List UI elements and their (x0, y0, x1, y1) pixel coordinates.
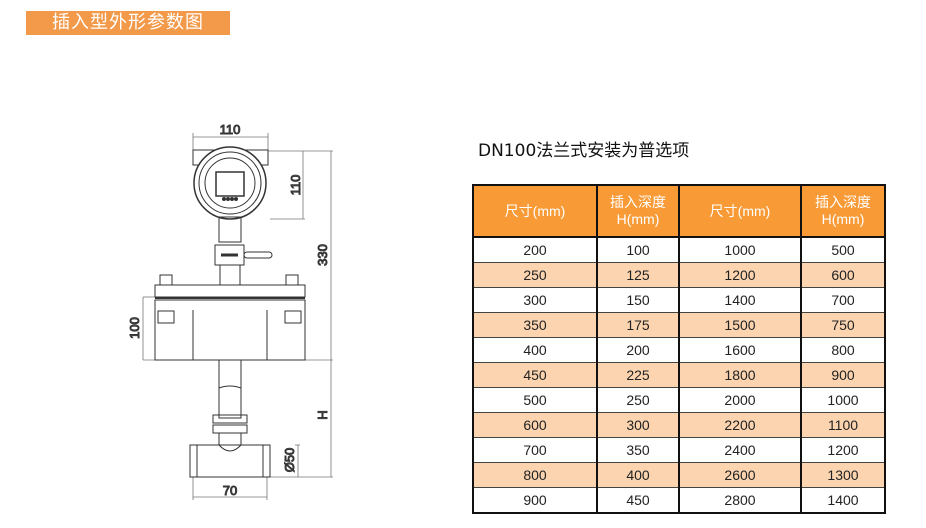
table-cell: 1000 (678, 237, 802, 263)
table-cell: 125 (596, 262, 680, 288)
table-cell: 400 (596, 462, 680, 488)
table-cell: 2600 (678, 462, 802, 488)
table-cell: 1600 (678, 337, 802, 363)
dim-pipe-diameter: Ø50 (282, 448, 297, 473)
dim-bottom-width: 70 (223, 483, 237, 498)
flange (154, 274, 306, 361)
table-cell: 250 (472, 262, 598, 288)
table-cell: 2200 (678, 412, 802, 438)
table-cell: 400 (472, 337, 598, 363)
table-cell: 750 (800, 312, 886, 338)
header-line: 尺寸(mm) (709, 202, 771, 219)
table-cell: 2400 (678, 437, 802, 463)
table-cell: 350 (472, 312, 598, 338)
column-header: 尺寸(mm) (678, 185, 802, 237)
header-line: H(mm) (616, 211, 660, 227)
insertion-rod (189, 359, 271, 478)
table-cell: 300 (596, 412, 680, 438)
table-cell: 1400 (678, 287, 802, 313)
table-cell: 900 (800, 362, 886, 388)
table-cell: 225 (596, 362, 680, 388)
table-cell: 900 (472, 487, 598, 514)
table-cell: 200 (596, 337, 680, 363)
table-cell: 250 (596, 387, 680, 413)
table-cell: 1200 (800, 437, 886, 463)
table-caption: DN100法兰式安装为普选项 (478, 141, 690, 161)
table-cell: 1400 (800, 487, 886, 514)
table-cell: 500 (800, 237, 886, 263)
dim-head-height: 110 (288, 175, 303, 196)
table-cell: 2800 (678, 487, 802, 514)
table-cell: 350 (596, 437, 680, 463)
table-cell: 1200 (678, 262, 802, 288)
table-cell: 450 (596, 487, 680, 514)
table-cell: 700 (472, 437, 598, 463)
dim-top-width: 110 (220, 122, 241, 137)
header-line: 尺寸(mm) (504, 202, 566, 219)
table-cell: 200 (472, 237, 598, 263)
table-cell: 700 (800, 287, 886, 313)
table-cell: 500 (472, 387, 598, 413)
header-line: H(mm) (821, 211, 865, 227)
header-line: 插入深度 (610, 194, 666, 210)
transmitter-head (192, 146, 273, 286)
table-cell: 600 (472, 412, 598, 438)
table-cell: 1000 (800, 387, 886, 413)
table-cell: 800 (800, 337, 886, 363)
dim-total-height: 330 (315, 244, 330, 266)
table-cell: 1500 (678, 312, 802, 338)
column-header: 尺寸(mm) (472, 185, 598, 237)
table-cell: 2000 (678, 387, 802, 413)
table-cell: 1300 (800, 462, 886, 488)
table-cell: 600 (800, 262, 886, 288)
table-cell: 1100 (800, 412, 886, 438)
section-title: 插入型外形参数图 (26, 11, 230, 35)
table-cell: 300 (472, 287, 598, 313)
dim-depth-h: H (315, 410, 330, 419)
header-line: 插入深度 (815, 194, 871, 210)
dim-flange-height: 100 (127, 317, 142, 339)
table-cell: 800 (472, 462, 598, 488)
table-cell: 450 (472, 362, 598, 388)
table-cell: 175 (596, 312, 680, 338)
table-cell: 100 (596, 237, 680, 263)
table-cell: 1800 (678, 362, 802, 388)
table-cell: 150 (596, 287, 680, 313)
